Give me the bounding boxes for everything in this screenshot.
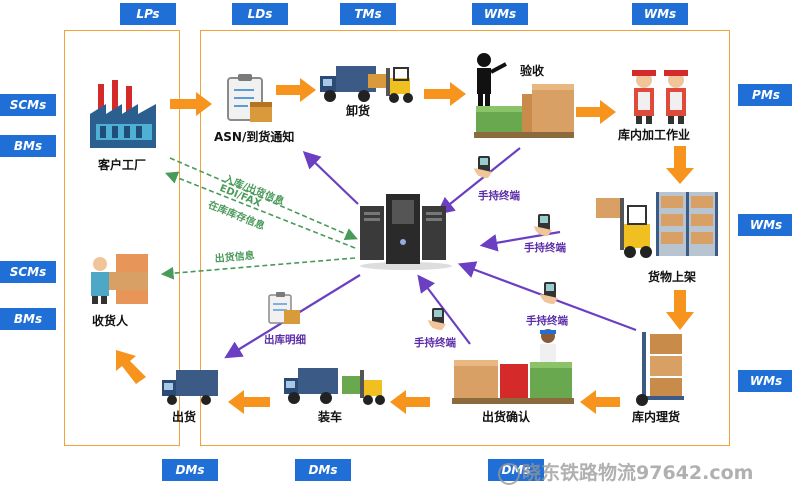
tag-tms: TMs — [340, 3, 396, 25]
label-handheld-1: 手持终端 — [478, 190, 520, 202]
arrow-loading-to-shipping — [228, 390, 270, 414]
label-sorting: 库内理货 — [632, 410, 681, 424]
arrow-inspect-to-processing — [576, 100, 616, 124]
customer-frame — [64, 30, 180, 446]
arrow-factory-to-server — [169, 157, 358, 241]
label-loading: 装车 — [318, 410, 343, 424]
tag-pms: PMs — [738, 84, 792, 106]
label-outbound-detail: 出库明细 — [264, 334, 306, 346]
clipboard-icon — [227, 74, 272, 122]
sorting-icon — [636, 332, 684, 406]
arrow-sorting-to-confirm — [580, 390, 620, 414]
tag-bms-2: BMs — [0, 308, 56, 330]
arrow-unload-to-inspect — [424, 82, 466, 106]
handheld-4-icon — [428, 308, 446, 330]
watermark-logo-icon — [498, 462, 520, 485]
arrow-shipping-to-receiver — [116, 350, 146, 384]
tag-scms-2: SCMs — [0, 261, 56, 283]
label-unload: 卸货 — [346, 104, 371, 118]
unload-truck-icon — [320, 66, 413, 103]
tag-wms-right1: WMs — [738, 214, 792, 236]
arrow-shelving-to-sorting — [666, 290, 694, 330]
factory-icon — [90, 80, 156, 148]
arrow-confirm-to-loading — [390, 390, 430, 414]
tag-wms-right2: WMs — [738, 370, 792, 392]
label-inspect: 验收 — [520, 64, 545, 78]
handheld-1-icon — [474, 156, 492, 178]
label-handheld-3: 手持终端 — [526, 315, 568, 327]
label-asn: ASN/到货通知 — [214, 130, 295, 144]
tag-dms-2: DMs — [295, 459, 351, 481]
arrow-server-to-asn — [302, 150, 359, 205]
label-shipping: 出货 — [172, 410, 197, 424]
label-handheld-2: 手持终端 — [524, 242, 566, 254]
arrow-processing-to-shelving — [666, 146, 694, 184]
label-receiver: 收货人 — [92, 314, 129, 328]
handheld-3-icon — [540, 282, 558, 304]
watermark: 晓东铁路物流97642.com — [498, 458, 753, 485]
shipping-truck-icon — [162, 370, 218, 405]
arrow-server-to-receiver — [160, 257, 356, 280]
warehouse-frame — [200, 30, 730, 446]
server-icon — [360, 194, 452, 270]
arrow-handheld4-to-server — [417, 274, 471, 345]
outbound-clipboard-icon — [268, 292, 300, 324]
arrow-asn-to-unload — [276, 78, 316, 102]
handheld-2-icon — [534, 214, 552, 236]
arrow-handheld1-to-server — [436, 147, 521, 215]
receiver-icon — [91, 254, 148, 304]
tag-dms-1: DMs — [162, 459, 218, 481]
tag-bms-1: BMs — [0, 135, 56, 157]
watermark-text: 晓东铁路物流97642.com — [522, 462, 754, 484]
tag-wms-top1: WMs — [472, 3, 528, 25]
tag-lds: LDs — [232, 3, 288, 25]
label-confirm: 出货确认 — [482, 410, 531, 424]
tag-lps: LPs — [120, 3, 176, 25]
label-processing: 库内加工作业 — [618, 128, 691, 142]
shelving-icon — [596, 192, 718, 258]
tag-scms-1: SCMs — [0, 94, 56, 116]
label-handheld-4: 手持终端 — [414, 337, 456, 349]
confirm-icon — [452, 329, 574, 404]
loading-truck-icon — [284, 368, 385, 405]
tag-wms-top2: WMs — [632, 3, 688, 25]
label-factory: 客户工厂 — [98, 158, 147, 172]
inspection-icon — [474, 53, 574, 138]
label-shelving: 货物上架 — [648, 270, 697, 284]
arrow-server-to-factory — [165, 171, 356, 249]
workers-icon — [632, 70, 688, 124]
arrow-factory-to-asn — [170, 92, 212, 116]
